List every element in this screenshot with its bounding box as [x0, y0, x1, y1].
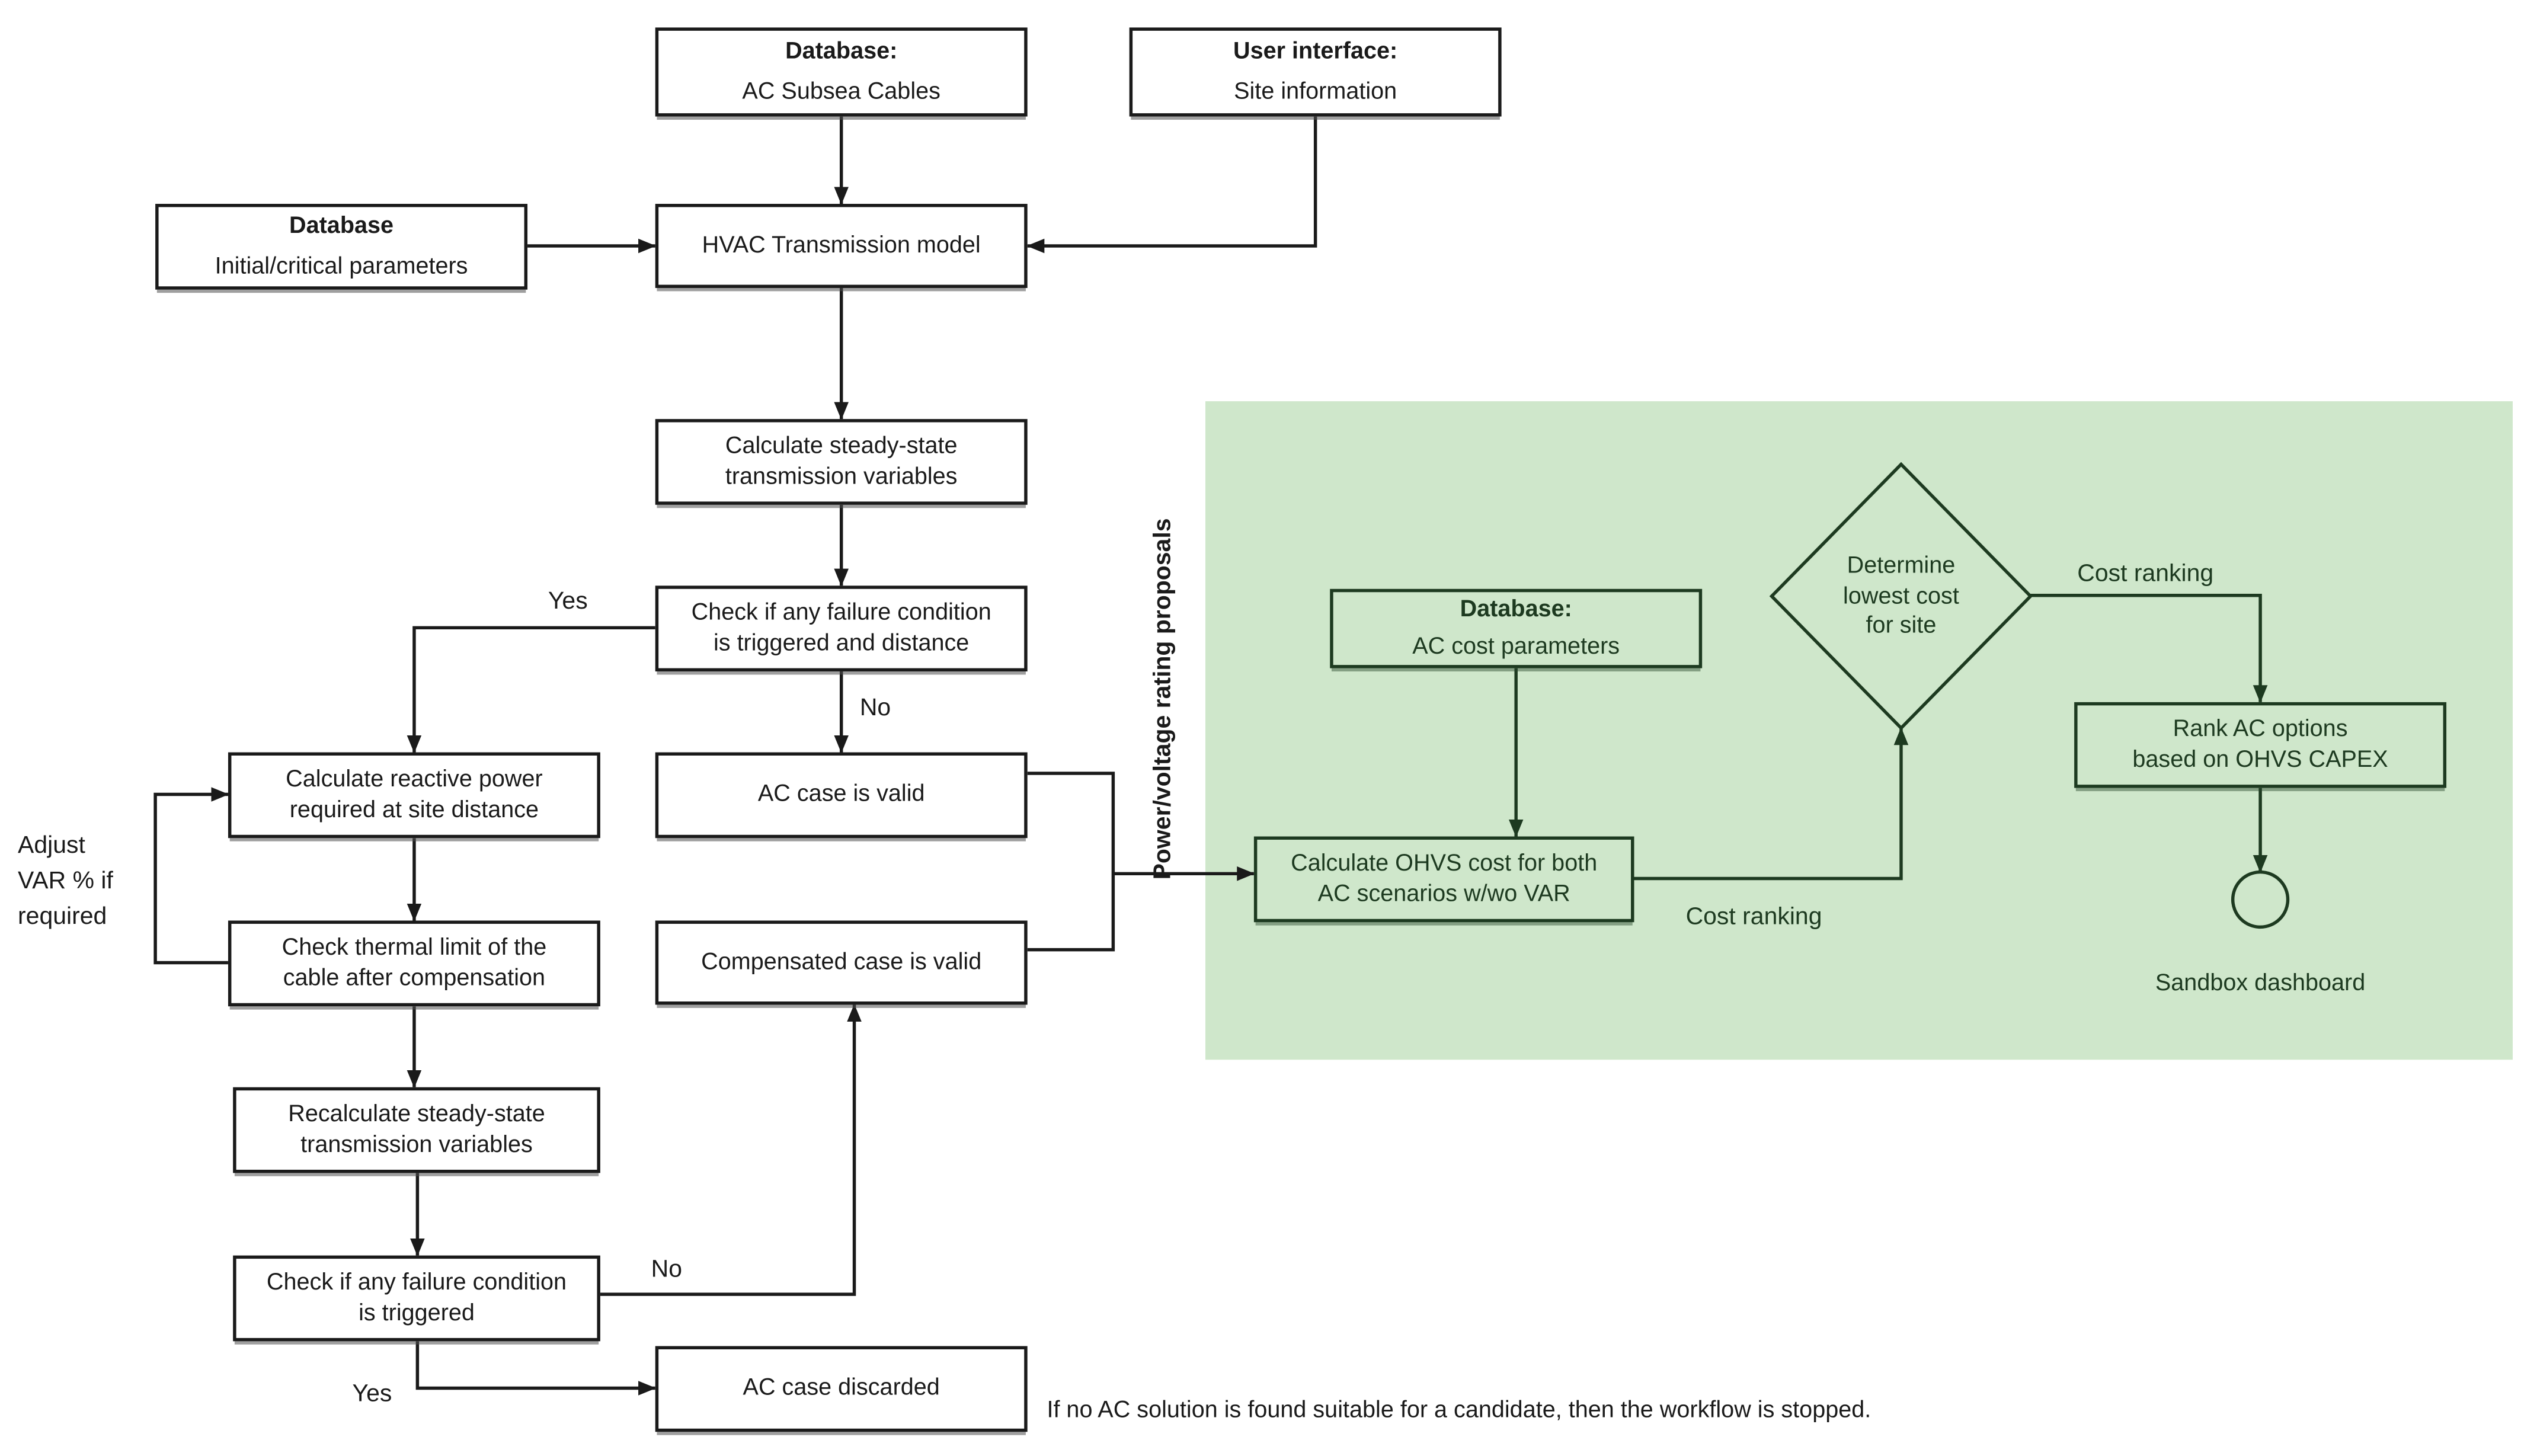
label-power-voltage-proposals: Power/voltage rating proposals: [1148, 518, 1177, 880]
node-database-ac-cost: Database: AC cost parameters: [1330, 588, 1703, 668]
node-text: Site information: [1234, 78, 1397, 105]
node-database-ac-subsea: Database: AC Subsea Cables: [655, 27, 1028, 117]
node-text: AC cost parameters: [1412, 633, 1620, 660]
node-text: Determine lowest cost for site: [1843, 553, 1959, 640]
node-title: Database: [289, 213, 394, 239]
label-cost-ranking-bottom: Cost ranking: [1685, 903, 1822, 931]
node-text: Compensated case is valid: [701, 949, 982, 975]
node-text: AC case is valid: [757, 782, 925, 808]
node-user-interface: User interface: Site information: [1129, 27, 1502, 117]
arrow-no-to-comp-valid: [600, 1004, 862, 1296]
node-title: Database:: [785, 39, 898, 65]
connector-valid-cases-merge: [1027, 772, 1115, 952]
node-text: Check thermal limit of the cable after c…: [281, 935, 547, 991]
node-check-failure: Check if any failure condition is trigge…: [233, 1255, 600, 1342]
node-title: User interface:: [1233, 39, 1398, 65]
label-yes-top: Yes: [548, 587, 588, 615]
node-text: Sandbox dashboard: [2155, 969, 2366, 996]
node-text: Calculate steady-state transmission vari…: [725, 433, 958, 489]
node-rank-ac-options: Rank AC options based on OHVS CAPEX: [2074, 702, 2447, 788]
arrow-yes-to-reactive: [407, 626, 655, 753]
node-text: Recalculate steady-state transmission va…: [288, 1102, 545, 1158]
arrow-lowest-to-rank: [2030, 593, 2268, 703]
node-hvac-transmission-model: HVAC Transmission model: [655, 204, 1028, 288]
label-sandbox-dashboard: Sandbox dashboard: [2098, 968, 2422, 1000]
node-compensated-case-valid: Compensated case is valid: [655, 920, 1028, 1005]
node-calc-reactive-power: Calculate reactive power required at sit…: [228, 752, 600, 839]
label-no-top: No: [859, 694, 891, 722]
node-determine-lowest-cost-label: Determine lowest cost for site: [1772, 468, 2031, 727]
node-text: Check if any failure condition is trigge…: [266, 1270, 567, 1326]
node-check-failure-distance: Check if any failure condition is trigge…: [655, 585, 1028, 672]
node-text: AC Subsea Cables: [742, 78, 940, 105]
node-text: Calculate OHVS cost for both AC scenario…: [1291, 850, 1598, 907]
label-no-mid: No: [651, 1255, 683, 1284]
label-yes-bottom: Yes: [352, 1380, 392, 1408]
determine-lowest-cost-diamond: [1769, 462, 2033, 731]
node-check-thermal-limit: Check thermal limit of the cable after c…: [228, 920, 600, 1007]
node-text: Initial/critical parameters: [215, 253, 468, 279]
node-calc-ohvs-cost: Calculate OHVS cost for both AC scenario…: [1253, 836, 1634, 923]
node-ac-case-valid: AC case is valid: [655, 752, 1028, 839]
node-text: HVAC Transmission model: [702, 232, 981, 259]
arrow-adjust-var-loop: [153, 787, 229, 965]
node-calc-steady-state: Calculate steady-state transmission vari…: [655, 419, 1028, 505]
node-text: Rank AC options based on OHVS CAPEX: [2132, 716, 2388, 773]
node-ac-case-discarded: AC case discarded: [655, 1346, 1028, 1432]
node-text: AC case discarded: [743, 1375, 940, 1401]
node-text: Calculate reactive power required at sit…: [286, 766, 543, 823]
arrow-ohvs-to-lowest: [1634, 727, 1909, 881]
node-recalc-steady-state: Recalculate steady-state transmission va…: [233, 1087, 600, 1173]
label-cost-ranking-top: Cost ranking: [2077, 559, 2214, 588]
arrow-yes-to-discarded: [415, 1341, 657, 1396]
label-adjust-var: Adjust VAR % if required: [18, 831, 113, 930]
node-text: Check if any failure condition is trigge…: [691, 600, 991, 657]
node-database-initial-params: Database Initial/critical parameters: [155, 204, 528, 290]
arrow-ui-to-hvac: [1026, 116, 1317, 254]
terminator-circle: [2231, 870, 2290, 929]
node-title: Database:: [1460, 597, 1572, 623]
footnote-text: If no AC solution is found suitable for …: [1047, 1397, 1871, 1424]
